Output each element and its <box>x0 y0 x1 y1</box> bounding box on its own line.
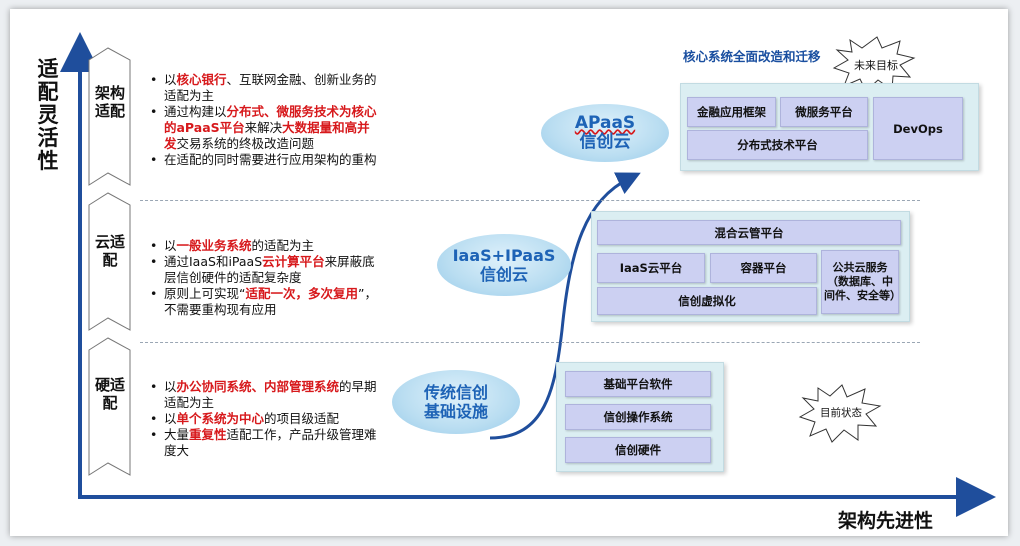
chevron-hard <box>88 337 131 476</box>
highlight-text: 大数据量和高并发 <box>164 120 370 151</box>
bullet-text: 的适配为主 <box>251 238 315 253</box>
box-devops: DevOps <box>873 97 963 160</box>
box-distributed-platform: 分布式技术平台 <box>687 130 868 160</box>
bullet-item: 以核心银行、互联网金融、创新业务的适配为主 <box>150 72 380 104</box>
bullet-text: 以 <box>164 238 177 253</box>
top-panel-title: 核心系统全面改造和迁移 <box>683 49 821 64</box>
stage-apaas: APaaS 信创云 <box>541 104 669 162</box>
bullets-hard: 以办公协同系统、内部管理系统的早期适配为主以单个系统为中心的项目级适配大量重复性… <box>148 379 380 459</box>
box-virtualization: 信创虚拟化 <box>597 287 817 315</box>
highlight-text: 适配一次，多次复用 <box>245 286 358 301</box>
stage-iaas-line1: IaaS+IPaaS <box>452 246 556 265</box>
stage-apaas-line1: APaaS <box>574 113 636 133</box>
growth-curve <box>489 172 641 440</box>
bullet-item: 以单个系统为中心的项目级适配 <box>150 411 380 427</box>
stage-traditional-line2: 基础设施 <box>423 402 488 421</box>
stage-traditional: 传统信创 基础设施 <box>392 370 520 434</box>
box-hardware: 信创硬件 <box>565 437 711 463</box>
bullet-text: 来解决 <box>244 120 283 135</box>
bullet-text: 交易系统的终极改造问题 <box>176 136 315 151</box>
chevron-architecture <box>88 47 131 186</box>
bullet-item: 在适配的同时需要进行应用架构的重构 <box>150 152 380 168</box>
box-os: 信创操作系统 <box>565 404 711 430</box>
bullet-text: 来屏蔽底层信创硬件的适配复杂度 <box>164 254 375 285</box>
level-label-architecture: 架构适配 <box>95 84 126 120</box>
bullets-cloud: 以一般业务系统的适配为主通过IaaS和iPaaS云计算平台来屏蔽底层信创硬件的适… <box>148 238 380 318</box>
box-hybrid-cloud-mgmt: 混合云管平台 <box>597 220 901 245</box>
bullet-item: 大量重复性适配工作，产品升级管理难度大 <box>150 427 380 459</box>
level-label-hard: 硬适配 <box>95 376 126 412</box>
level-label-cloud: 云适配 <box>95 233 126 269</box>
bullet-text: 通过IaaS和iPaaS <box>164 254 263 269</box>
bullet-text: 以 <box>164 72 177 87</box>
box-public-cloud: 公共云服务（数据库、中间件、安全等） <box>821 250 901 314</box>
bullet-item: 以一般业务系统的适配为主 <box>150 238 380 254</box>
bullet-item: 通过IaaS和iPaaS云计算平台来屏蔽底层信创硬件的适配复杂度 <box>150 254 380 286</box>
bullet-text: 、互联网金融、创新业务的适配为主 <box>164 72 377 103</box>
highlight-text: 云计算平台 <box>262 254 325 269</box>
highlight-text: 重复性 <box>189 427 227 442</box>
bullet-text: 的早期适配为主 <box>164 379 377 410</box>
future-burst-label: 未来目标 <box>854 59 898 72</box>
box-base-software: 基础平台软件 <box>565 371 711 397</box>
box-microservice-platform: 微服务平台 <box>780 97 868 127</box>
current-burst-label: 目前状态 <box>820 407 862 419</box>
divider-upper <box>140 200 920 201</box>
bullets-architecture: 以核心银行、互联网金融、创新业务的适配为主通过构建以分布式、微服务技术为核心的a… <box>148 72 380 168</box>
box-container-platform: 容器平台 <box>710 253 817 283</box>
stage-iaas: IaaS+IPaaS 信创云 <box>437 234 571 296</box>
highlight-text: 核心银行 <box>176 72 227 87</box>
highlight-text: 办公协同系统、内部管理系统 <box>176 379 340 394</box>
chevron-cloud <box>88 192 131 331</box>
bullet-text: 在适配的同时需要进行应用架构的重构 <box>164 152 377 167</box>
box-finance-framework: 金融应用框架 <box>687 97 776 127</box>
bullet-text: 大量 <box>164 427 190 442</box>
x-axis-label: 架构先进性 <box>838 510 934 532</box>
bullet-text: 通过构建以 <box>164 104 227 119</box>
stage-traditional-line1: 传统信创 <box>423 383 488 402</box>
bullet-text: 以 <box>164 379 177 394</box>
bullet-item: 通过构建以分布式、微服务技术为核心的aPaaS平台来解决大数据量和高并发交易系统… <box>150 104 380 152</box>
highlight-text: 一般业务系统 <box>176 238 252 253</box>
bullet-text: 原则上可实现“ <box>164 286 246 301</box>
bullet-text: ”，不需要重构现有应用 <box>164 286 377 317</box>
stage-iaas-line2: 信创云 <box>479 265 528 284</box>
bullet-item: 原则上可实现“适配一次，多次复用”，不需要重构现有应用 <box>150 286 380 318</box>
bullet-text: 以 <box>164 411 177 426</box>
bullet-text: 适配工作，产品升级管理难度大 <box>164 427 377 458</box>
stage-apaas-line2: 信创云 <box>579 132 631 152</box>
bullet-item: 以办公协同系统、内部管理系统的早期适配为主 <box>150 379 380 411</box>
y-axis-label: 适配灵活性 <box>37 57 59 173</box>
highlight-text: 分布式、微服务技术为核心的aPaaS平台 <box>164 104 377 135</box>
current-burst <box>798 384 882 443</box>
bullet-text: 的项目级适配 <box>264 411 340 426</box>
box-iaas-platform: IaaS云平台 <box>597 253 705 283</box>
highlight-text: 单个系统为中心 <box>176 411 265 426</box>
divider-lower <box>140 342 920 343</box>
